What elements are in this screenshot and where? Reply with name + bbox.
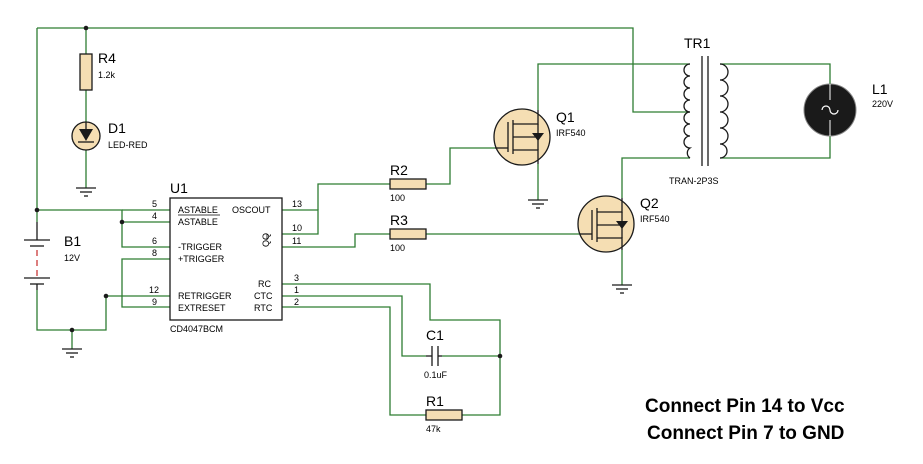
- u1-name-retrigger: RETRIGGER: [178, 291, 232, 301]
- l1-ref: L1: [872, 81, 888, 97]
- l1-value: 220V: [872, 99, 893, 109]
- ground-icon-d1: [76, 187, 96, 197]
- mosfet-q2: Q2 IRF540: [577, 195, 670, 253]
- u1-pin-2: 2: [294, 297, 299, 307]
- u1-name-neg-trigger: -TRIGGER: [178, 242, 222, 252]
- d1-value: LED-RED: [108, 140, 148, 150]
- c1-value: 0.1uF: [424, 370, 448, 380]
- ground-symbols: [62, 187, 632, 358]
- r1-ref: R1: [426, 393, 444, 409]
- u1-name-rtc: RTC: [254, 303, 273, 313]
- resistor-r1: R1 47k: [425, 393, 463, 434]
- tr1-value: TRAN-2P3S: [669, 176, 719, 186]
- u1-name-ctc: CTC: [254, 291, 273, 301]
- u1-name-astable-bar: ASTABLE: [178, 217, 218, 227]
- q1-value: IRF540: [556, 128, 586, 138]
- u1-pin-4: 4: [152, 211, 157, 221]
- wires: [36, 27, 831, 416]
- r3-value: 100: [390, 243, 405, 253]
- b1-ref: B1: [64, 233, 81, 249]
- u1-pin-10: 10: [292, 223, 302, 233]
- u1-pin-13: 13: [292, 199, 302, 209]
- b1-value: 12V: [64, 253, 80, 263]
- u1-pin-3: 3: [294, 273, 299, 283]
- u1-name-extreset: EXTRESET: [178, 303, 226, 313]
- u1-value: CD4047BCM: [170, 324, 223, 334]
- transformer-tr1: TR1 TRAN-2P3S: [669, 35, 729, 186]
- resistor-r4: R4 1.2k: [79, 50, 116, 91]
- ground-icon-q1: [528, 199, 548, 209]
- u1-pin-9: 9: [152, 297, 157, 307]
- note-pin7: Connect Pin 7 to GND: [647, 423, 844, 444]
- q2-ref: Q2: [640, 195, 659, 211]
- q1-ref: Q1: [556, 109, 575, 125]
- r2-ref: R2: [390, 162, 408, 178]
- notes: Connect Pin 14 to Vcc Connect Pin 7 to G…: [645, 396, 845, 444]
- led-d1: D1 LED-RED: [71, 120, 148, 151]
- ground-icon-b1: [62, 348, 82, 358]
- note-pin14: Connect Pin 14 to Vcc: [645, 396, 845, 417]
- junction-dots: [34, 25, 503, 359]
- capacitor-c1: C1 0.1uF: [424, 327, 448, 380]
- u1-pin-12: 12: [149, 285, 159, 295]
- resistor-r3: R3 100: [389, 212, 427, 253]
- r3-ref: R3: [390, 212, 408, 228]
- u1-pin-6: 6: [152, 236, 157, 246]
- battery-b1: B1 12V: [24, 222, 81, 290]
- r2-value: 100: [390, 193, 405, 203]
- u1-name-oscout: OSCOUT: [232, 205, 271, 215]
- r4-ref: R4: [98, 50, 116, 66]
- ic-u1: U1 CD4047BCM 5 4 6 8 12 9 ASTABLE ASTABL…: [149, 180, 302, 334]
- u1-name-pos-trigger: +TRIGGER: [178, 254, 225, 264]
- u1-name-q: Q: [261, 240, 271, 247]
- u1-name-q-bar: Q: [261, 233, 271, 240]
- u1-pin-5: 5: [152, 199, 157, 209]
- r1-value: 47k: [426, 424, 441, 434]
- d1-ref: D1: [108, 120, 126, 136]
- u1-name-rc: RC: [258, 279, 271, 289]
- mosfet-q1: Q1 IRF540: [493, 108, 586, 166]
- lamp-l1: L1 220V: [803, 81, 893, 137]
- u1-name-astable: ASTABLE: [178, 205, 218, 215]
- ground-icon-q2: [612, 284, 632, 294]
- u1-ref: U1: [170, 180, 188, 196]
- q2-value: IRF540: [640, 214, 670, 224]
- u1-pin-11: 11: [292, 236, 301, 246]
- resistor-r2: R2 100: [389, 162, 427, 203]
- u1-pin-1: 1: [294, 285, 299, 295]
- r4-value: 1.2k: [98, 70, 116, 80]
- tr1-ref: TR1: [684, 35, 711, 51]
- u1-pin-8: 8: [152, 248, 157, 258]
- c1-ref: C1: [426, 327, 444, 343]
